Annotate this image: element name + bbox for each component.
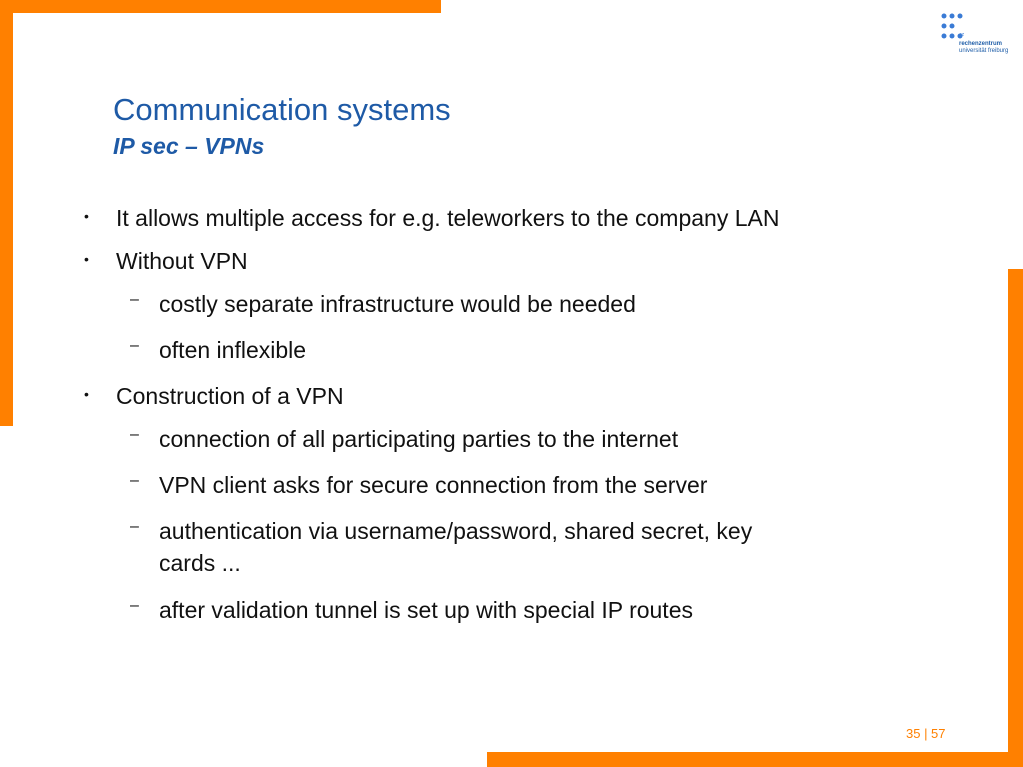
dash-icon: – xyxy=(130,597,139,614)
bullet-item: Without VPN xyxy=(116,248,248,274)
dash-icon: – xyxy=(130,337,139,354)
sub-item: after validation tunnel is set up with s… xyxy=(159,597,693,623)
left-orange-bar xyxy=(0,0,13,426)
bullet-icon: • xyxy=(84,251,89,267)
dash-icon: – xyxy=(130,291,139,308)
sub-item: often inflexible xyxy=(159,337,307,363)
sub-item: VPN client asks for secure connection fr… xyxy=(159,472,708,498)
sub-item: authentication via username/password, sh… xyxy=(159,518,753,544)
logo-dots-icon xyxy=(941,13,963,39)
top-orange-bar xyxy=(0,0,441,13)
page-number: 35 | 57 xyxy=(906,726,946,741)
slide-title: Communication systems xyxy=(113,92,451,127)
logo-line-2: universität freiburg xyxy=(959,48,1009,54)
dash-icon: – xyxy=(130,472,139,489)
bottom-orange-bar xyxy=(487,752,1023,767)
sub-item: connection of all participating parties … xyxy=(159,426,679,452)
bullet-icon: • xyxy=(84,208,89,224)
bullet-icon: • xyxy=(84,386,89,402)
university-logo: rz rechenzentrum universität freiburg xyxy=(938,12,1008,64)
dash-icon: – xyxy=(130,518,139,535)
logo-mark: rz xyxy=(960,32,965,38)
sub-item-continuation: cards ... xyxy=(159,550,241,576)
slide-subtitle: IP sec – VPNs xyxy=(113,133,265,159)
logo-line-1: rechenzentrum xyxy=(959,41,1003,47)
right-orange-bar xyxy=(1008,269,1023,767)
dash-icon: – xyxy=(130,426,139,443)
sub-item: costly separate infrastructure would be … xyxy=(159,291,636,317)
logo-text: rechenzentrum universität freiburg xyxy=(959,41,1008,55)
bullet-item: Construction of a VPN xyxy=(116,383,344,409)
bullet-item: It allows multiple access for e.g. telew… xyxy=(116,205,780,231)
